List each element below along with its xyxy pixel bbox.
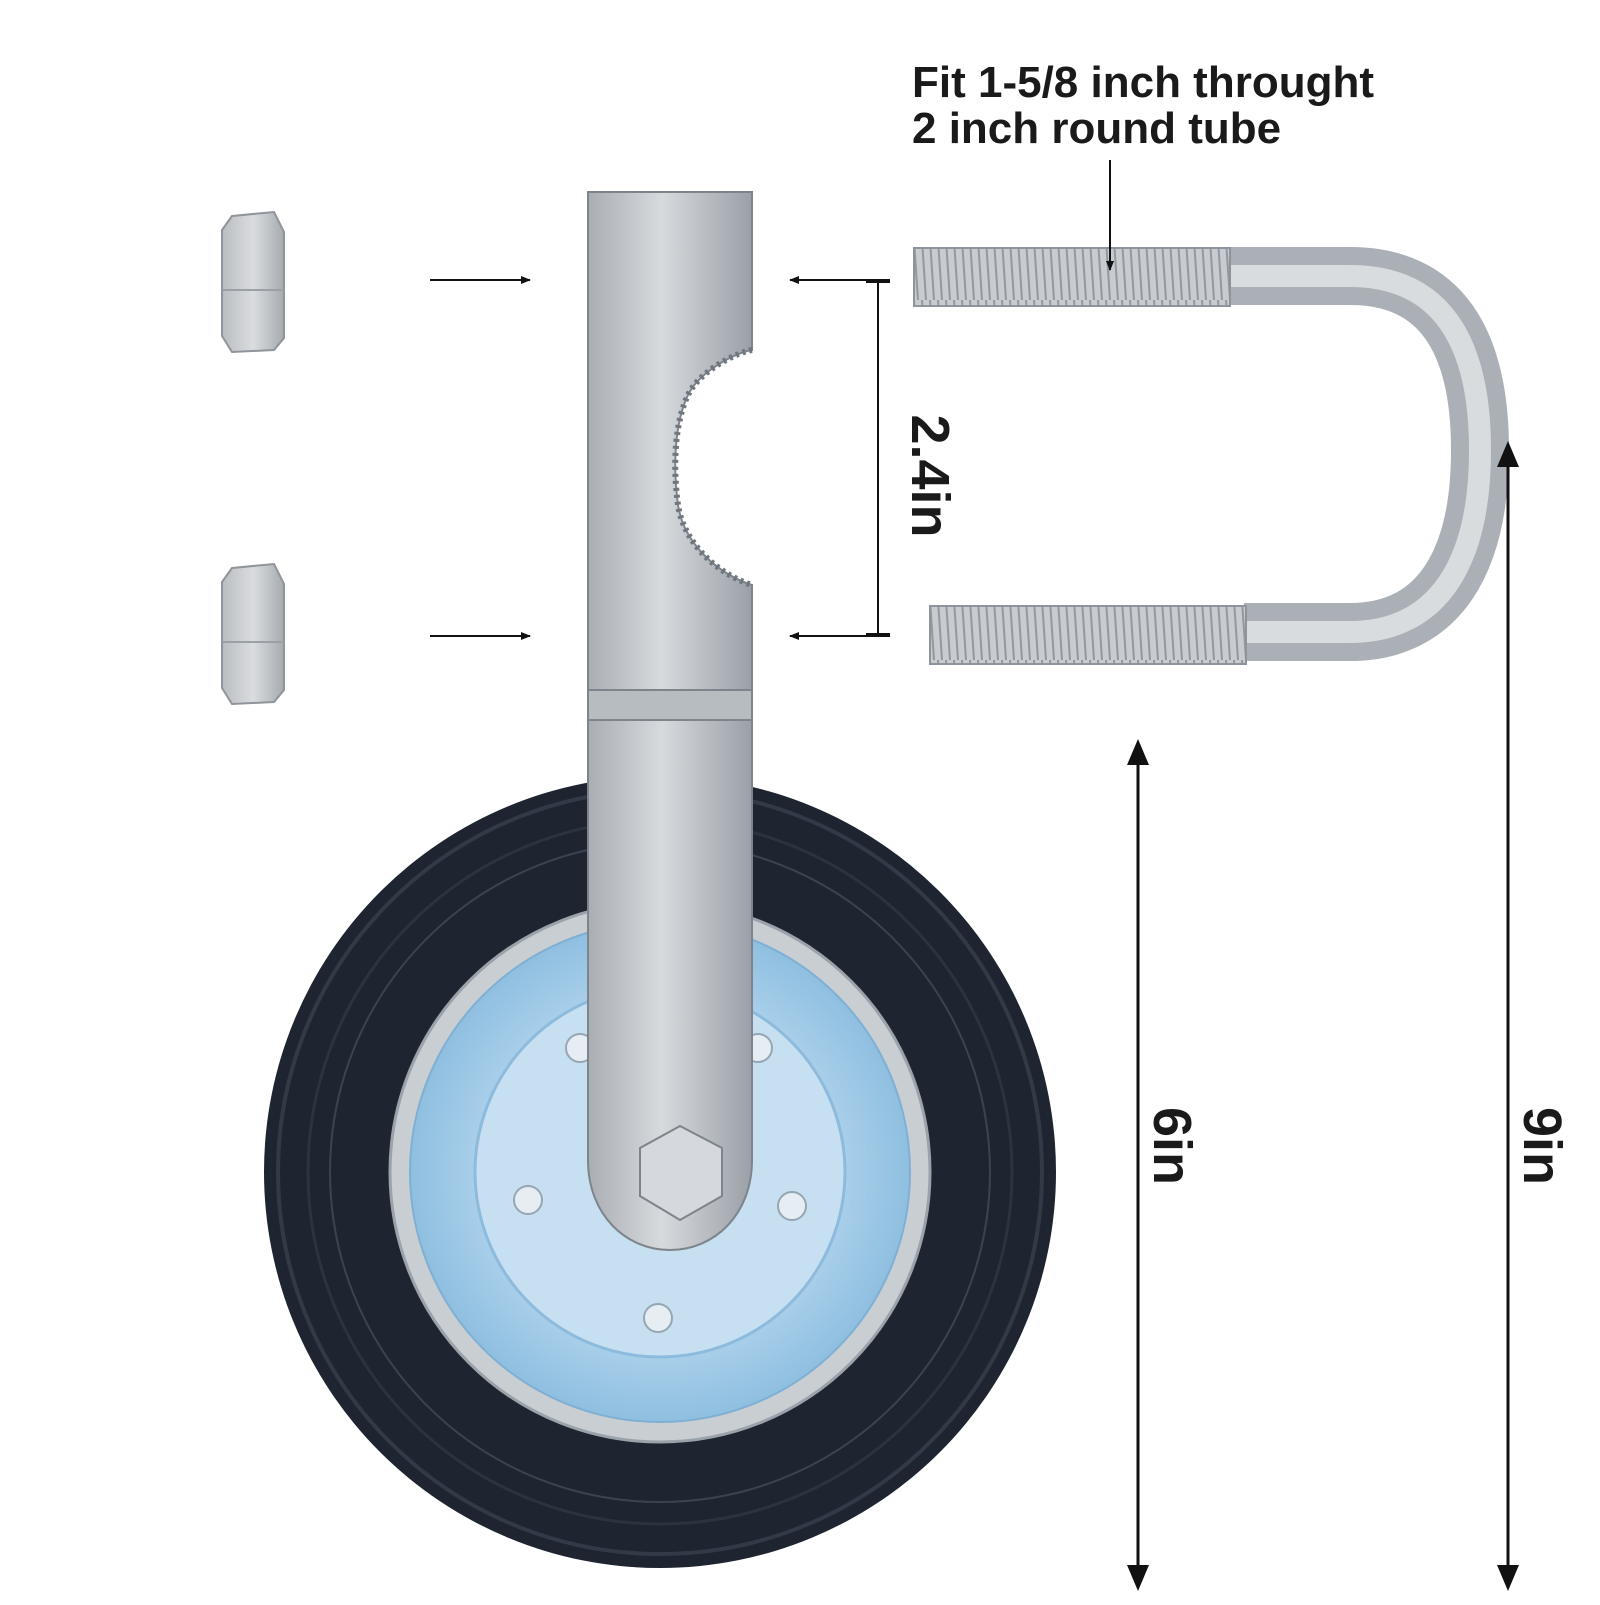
u-bolt — [913, 247, 1510, 665]
rivet-icon — [513, 1185, 543, 1215]
weld-seam — [587, 689, 753, 721]
fit-annotation: Fit 1-5/8 inch throught 2 inch round tub… — [912, 60, 1374, 152]
axle-bolt-icon — [639, 1124, 723, 1222]
wheel-diameter-label: 6in — [1142, 1106, 1202, 1186]
rivet-icon — [777, 1191, 807, 1221]
overall-height-label: 9in — [1512, 1106, 1572, 1186]
clamp-spacing-label: 2.4in — [900, 414, 960, 538]
rivet-icon — [643, 1303, 673, 1333]
mounting-bracket — [587, 191, 753, 1252]
hex-nut-bottom — [221, 562, 285, 706]
hex-nut-top — [221, 210, 285, 354]
fit-annotation-line1: Fit 1-5/8 inch throught — [912, 58, 1374, 107]
clamp-spacing-dimension — [866, 281, 890, 635]
fit-annotation-line2: 2 inch round tube — [912, 104, 1282, 153]
pointer-arrows — [430, 276, 890, 640]
